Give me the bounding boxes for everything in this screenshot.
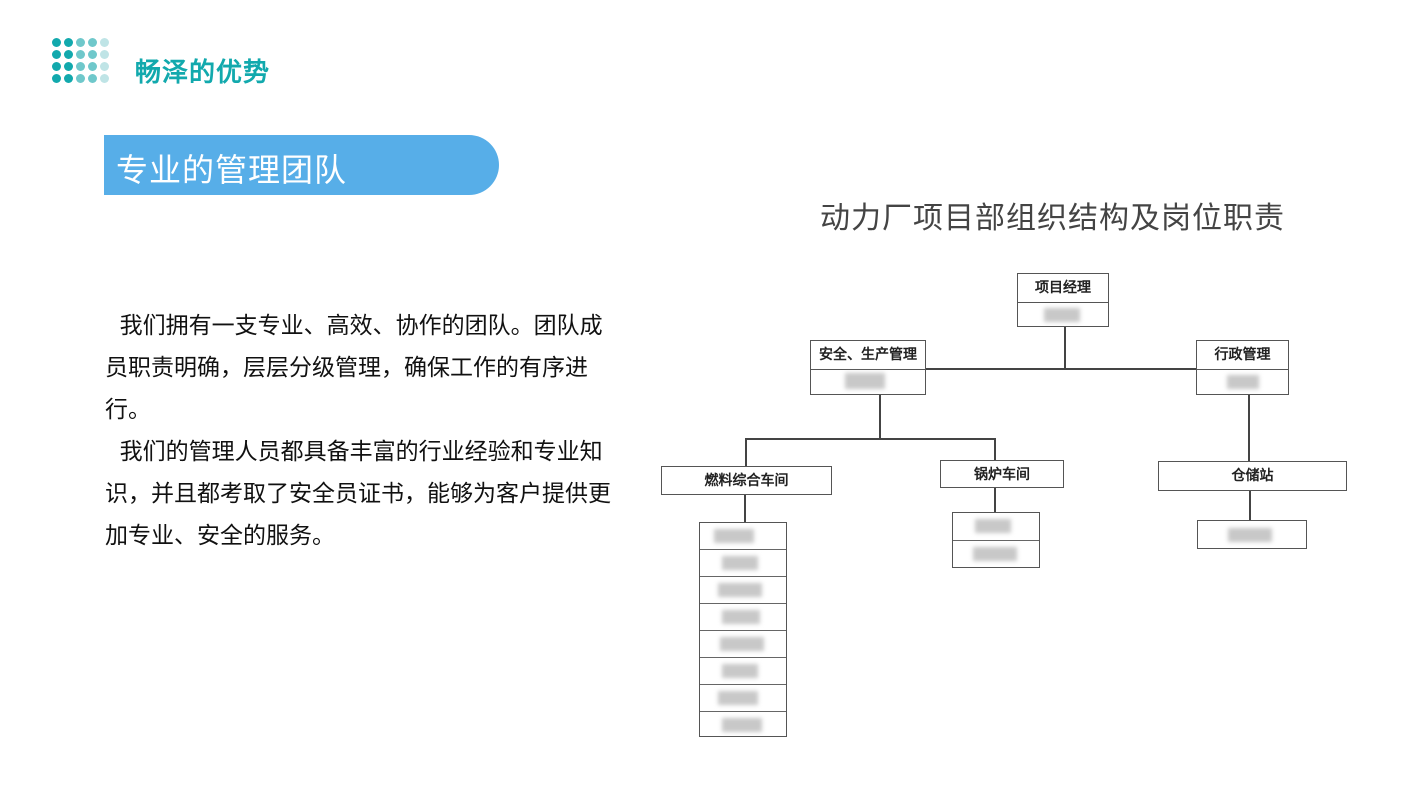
connector-line bbox=[994, 487, 996, 512]
dot bbox=[76, 38, 85, 47]
section-banner: 专业的管理团队 bbox=[104, 135, 499, 195]
decorative-dots-icon bbox=[52, 38, 112, 88]
node-admin: 行政管理 bbox=[1196, 340, 1289, 395]
dot bbox=[52, 74, 61, 83]
dot bbox=[64, 62, 73, 71]
node-fuel-workshop: 燃料综合车间 bbox=[661, 466, 832, 495]
page-title: 畅泽的优势 bbox=[135, 58, 271, 88]
connector-line bbox=[879, 394, 881, 439]
dot bbox=[76, 74, 85, 83]
dot bbox=[52, 38, 61, 47]
paragraph-1: 我们拥有一支专业、高效、协作的团队。团队成员职责明确，层层分级管理，确保工作的有… bbox=[105, 313, 603, 423]
connector-line bbox=[1249, 490, 1251, 520]
storage-staff-list bbox=[1197, 520, 1307, 549]
dot bbox=[52, 62, 61, 71]
dot bbox=[76, 50, 85, 59]
dot bbox=[76, 62, 85, 71]
connector-line bbox=[1064, 326, 1066, 368]
section-label: 专业的管理团队 bbox=[116, 151, 348, 189]
node-safety-production: 安全、生产管理 bbox=[810, 340, 926, 395]
body-text: 我们拥有一支专业、高效、协作的团队。团队成员职责明确，层层分级管理，确保工作的有… bbox=[105, 305, 625, 557]
connector-line bbox=[994, 438, 996, 460]
dot bbox=[100, 62, 109, 71]
dot bbox=[100, 50, 109, 59]
dot bbox=[88, 38, 97, 47]
node-boiler-workshop: 锅炉车间 bbox=[940, 460, 1064, 488]
dot bbox=[64, 38, 73, 47]
connector-line bbox=[744, 494, 746, 522]
dot bbox=[88, 62, 97, 71]
node-storage-station: 仓储站 bbox=[1158, 461, 1347, 491]
dot bbox=[100, 74, 109, 83]
connector-line bbox=[745, 438, 747, 466]
fuel-workshop-staff-list bbox=[699, 522, 787, 737]
connector-line bbox=[925, 368, 1197, 370]
boiler-workshop-staff-list bbox=[952, 512, 1040, 568]
redacted-name bbox=[1227, 375, 1259, 389]
dot bbox=[88, 74, 97, 83]
org-chart-title: 动力厂项目部组织结构及岗位职责 bbox=[820, 201, 1285, 236]
dot bbox=[64, 74, 73, 83]
org-chart: 动力厂项目部组织结构及岗位职责 项目经理 安全、生产管理 行政管理 燃料综合车间 bbox=[655, 185, 1355, 745]
redacted-name bbox=[845, 373, 885, 389]
dot bbox=[52, 50, 61, 59]
node-project-manager: 项目经理 bbox=[1017, 273, 1109, 327]
dot bbox=[100, 38, 109, 47]
connector-line bbox=[745, 438, 995, 440]
dot bbox=[64, 50, 73, 59]
paragraph-2: 我们的管理人员都具备丰富的行业经验和专业知识，并且都考取了安全员证书，能够为客户… bbox=[105, 439, 611, 549]
redacted-name bbox=[1044, 308, 1080, 322]
dot bbox=[88, 50, 97, 59]
connector-line bbox=[1248, 394, 1250, 461]
